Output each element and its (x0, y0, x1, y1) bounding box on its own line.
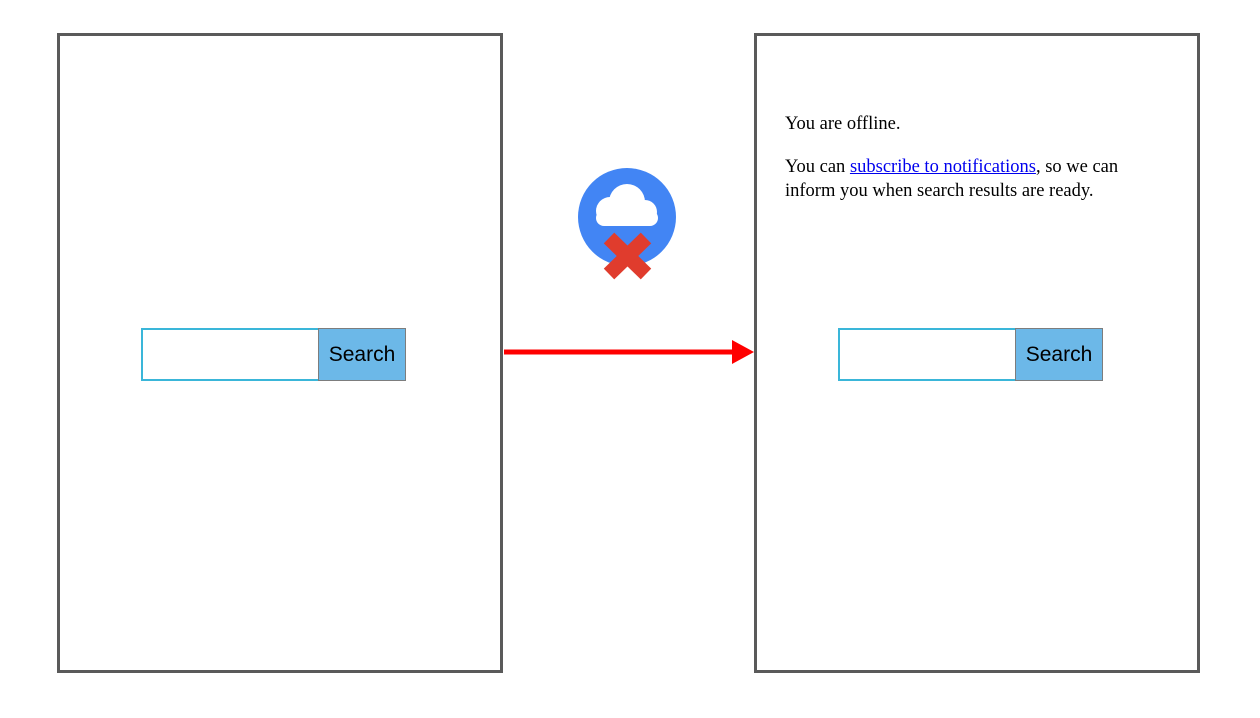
error-x-icon (603, 232, 652, 280)
offline-subscribe-text: You can subscribe to notifications, so w… (785, 155, 1173, 204)
search-button[interactable]: Search (318, 328, 406, 381)
panel-before-state: Search (57, 33, 503, 673)
right-arrow-icon (500, 334, 758, 370)
offline-subscribe-text-suffix: , so we can inform you when search resul… (785, 156, 1119, 202)
cloud-offline-icon (570, 164, 685, 284)
subscribe-to-notifications-link[interactable]: subscribe to notifications (849, 156, 1036, 177)
search-widget-after: Search (838, 328, 1103, 381)
offline-message-block: You are offline. You can subscribe to no… (785, 112, 1173, 204)
cloud-icon-body (596, 184, 658, 226)
search-button[interactable]: Search (1015, 328, 1103, 381)
search-input[interactable] (141, 328, 318, 381)
search-widget-before: Search (141, 328, 406, 381)
search-input[interactable] (838, 328, 1015, 381)
panel-after-state: You are offline. You can subscribe to no… (754, 33, 1200, 673)
offline-subscribe-text-prefix: You can (785, 156, 850, 177)
offline-status-text: You are offline. (785, 114, 901, 134)
